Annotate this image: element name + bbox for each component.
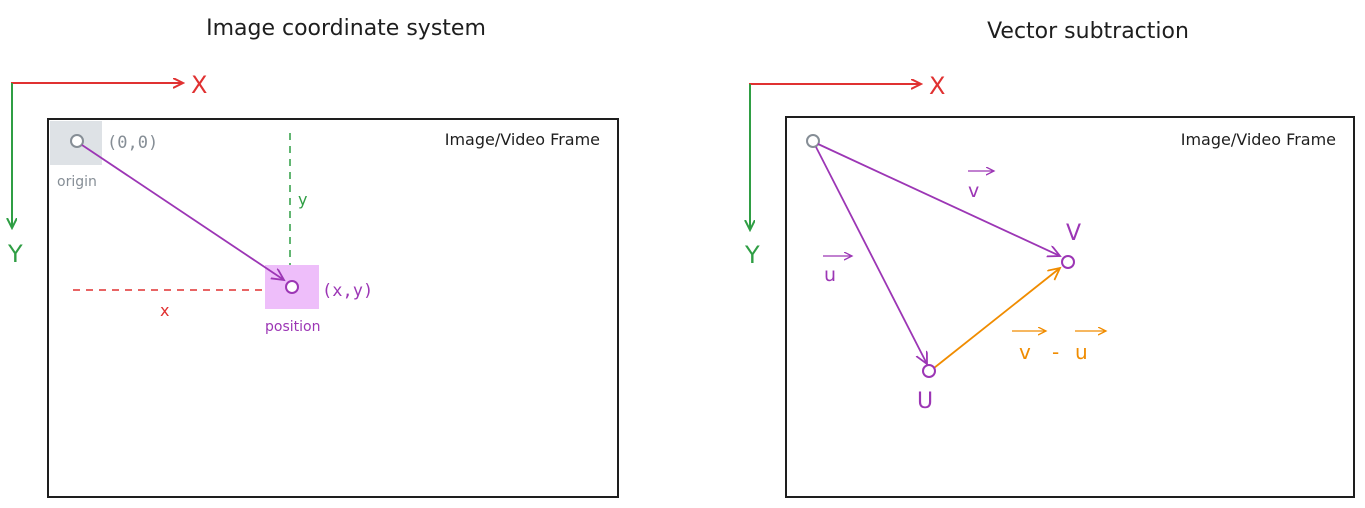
left-title: Image coordinate system	[206, 16, 486, 41]
position-vector-arrow	[81, 144, 284, 280]
origin-coords: (0,0)	[107, 133, 158, 153]
frame-label: Image/Video Frame	[1181, 130, 1336, 149]
vector-v-label: v	[968, 180, 979, 202]
diff-u-label: u	[1075, 340, 1088, 364]
panel-vector-subtraction: Vector subtraction X Y Image/Video Frame…	[744, 19, 1355, 498]
vector-u-label: u	[824, 264, 836, 286]
diff-operator: -	[1052, 340, 1059, 364]
point-v-label: V	[1066, 221, 1081, 246]
panel-image-coordinate-system: Image coordinate system X Y Image/Video …	[7, 16, 619, 498]
x-axis-label: X	[929, 72, 945, 100]
position-point	[285, 280, 299, 294]
point-u-label: U	[917, 389, 933, 414]
diff-v-label: v	[1019, 340, 1031, 364]
point-u	[922, 364, 936, 378]
point-v	[1061, 255, 1075, 269]
y-guide-label: y	[298, 190, 307, 209]
origin-point	[70, 134, 84, 148]
difference-vector-arrow	[933, 268, 1060, 369]
origin-point	[806, 134, 820, 148]
origin-label: origin	[57, 174, 97, 190]
image-frame	[785, 116, 1355, 498]
y-axis-label: Y	[744, 241, 760, 269]
x-axis-label: X	[191, 71, 207, 99]
right-title: Vector subtraction	[987, 19, 1189, 44]
position-coords: (x,y)	[322, 281, 373, 301]
image-frame	[47, 118, 619, 498]
y-axis-label: Y	[7, 240, 23, 268]
position-label: position	[265, 319, 320, 335]
frame-label: Image/Video Frame	[445, 130, 600, 149]
vector-u-arrow	[815, 146, 927, 364]
vector-v-arrow	[817, 143, 1060, 256]
x-guide-label: x	[160, 301, 169, 320]
